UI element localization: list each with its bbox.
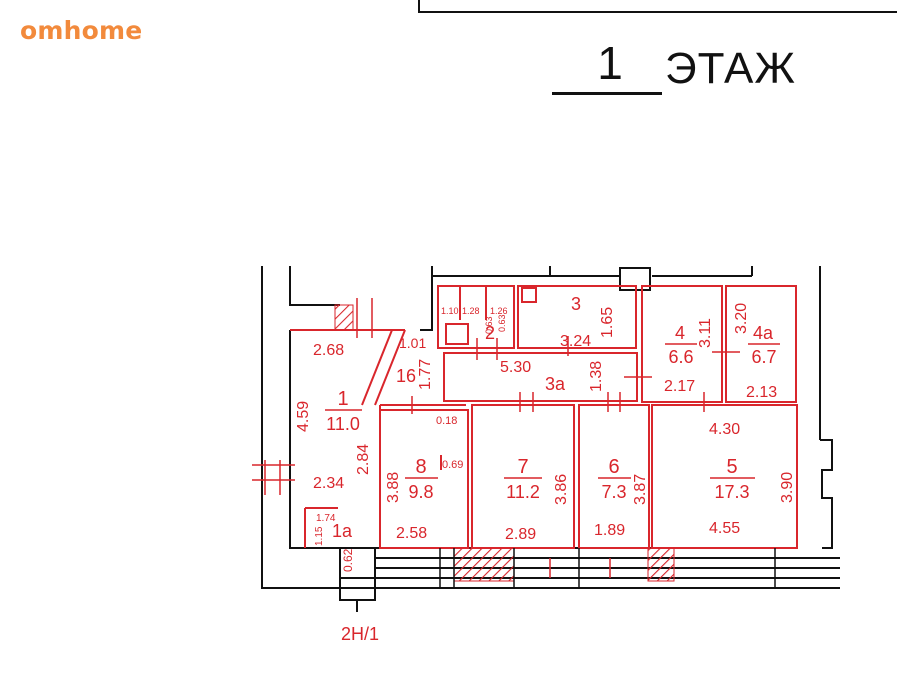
- room-labels: 1 11.0 1a 2 3 3а 4 6.6 4а 6.7 5 17.3 6 7…: [325, 294, 780, 541]
- dim-3-88: 3.88: [385, 472, 402, 503]
- room-area-4: 6.6: [668, 347, 693, 367]
- building-walls: [261, 266, 840, 612]
- dim-3-24: 3.24: [560, 333, 591, 350]
- dim-1-15: 1.15: [314, 526, 325, 546]
- dim-0-63b: 0.63: [497, 314, 507, 332]
- floor-number: 1: [597, 37, 623, 89]
- room-number-3a: 3а: [545, 374, 566, 394]
- room-number-16: 16: [396, 366, 416, 386]
- room-number-1: 1: [337, 388, 348, 410]
- dim-2-84: 2.84: [355, 444, 372, 475]
- dim-0-63: 0.63: [484, 316, 494, 334]
- dim-1-38: 1.38: [588, 361, 605, 392]
- title-frame: [418, 0, 897, 13]
- room-number-6: 6: [608, 456, 619, 478]
- room-number-7: 7: [517, 456, 528, 478]
- room-number-1a: 1a: [332, 521, 353, 541]
- dim-2-58: 2.58: [396, 525, 427, 542]
- room-number-4: 4: [675, 323, 685, 343]
- room-area-6: 7.3: [601, 482, 626, 502]
- dim-1-89: 1.89: [594, 522, 625, 539]
- room-number-3: 3: [571, 294, 581, 314]
- room-area-1: 11.0: [326, 414, 360, 434]
- dim-0-69: 0.69: [442, 459, 463, 471]
- dim-3-90: 3.90: [779, 472, 796, 503]
- dim-1-10: 1.10: [441, 306, 459, 316]
- dim-2-34: 2.34: [313, 475, 344, 492]
- dim-3-11: 3.11: [697, 318, 714, 348]
- dim-0-18: 0.18: [436, 415, 457, 427]
- room-number-5: 5: [726, 456, 737, 478]
- room-number-2: 2: [485, 323, 495, 343]
- dim-1-01: 1.01: [399, 335, 426, 351]
- dim-1-74: 1.74: [316, 513, 336, 524]
- dim-4-30: 4.30: [709, 421, 740, 438]
- room-area-7: 11.2: [506, 482, 540, 502]
- room-partitions: [290, 285, 798, 549]
- room-area-4a: 6.7: [751, 347, 776, 367]
- dim-2-68: 2.68: [313, 342, 344, 359]
- dim-1-26: 1.26: [490, 306, 508, 316]
- omhome-logo: omhome: [20, 16, 143, 45]
- dim-5-30: 5.30: [500, 359, 531, 376]
- hatched-walls: [334, 304, 675, 582]
- room-area-8: 9.8: [408, 482, 433, 502]
- room-number-4a: 4а: [753, 323, 774, 343]
- dimension-labels: 2.68 1.01 1.77 4.59 2.84 2.34 1.74 1.15 …: [295, 303, 796, 572]
- dim-1-28: 1.28: [462, 306, 480, 316]
- dim-2-13: 2.13: [746, 384, 777, 401]
- floor-title: ЭТАЖ: [665, 44, 797, 93]
- dim-4-55: 4.55: [709, 520, 740, 537]
- dim-3-20: 3.20: [733, 303, 750, 334]
- dim-0-62: 0.62: [341, 548, 355, 572]
- opening-marks: [252, 298, 740, 578]
- dim-3-87: 3.87: [632, 474, 649, 505]
- dim-1-77: 1.77: [417, 359, 434, 390]
- dim-2-17: 2.17: [664, 378, 695, 395]
- window-marks: [439, 548, 776, 588]
- dim-1-65: 1.65: [599, 307, 616, 338]
- dim-2-89: 2.89: [505, 526, 536, 543]
- dim-4-59: 4.59: [295, 401, 312, 432]
- room-number-8: 8: [415, 456, 426, 478]
- room-area-5: 17.3: [714, 482, 749, 502]
- dim-3-86: 3.86: [553, 474, 570, 505]
- floor-number-underline: [552, 92, 662, 95]
- entrance-label: 2Н/1: [341, 624, 379, 644]
